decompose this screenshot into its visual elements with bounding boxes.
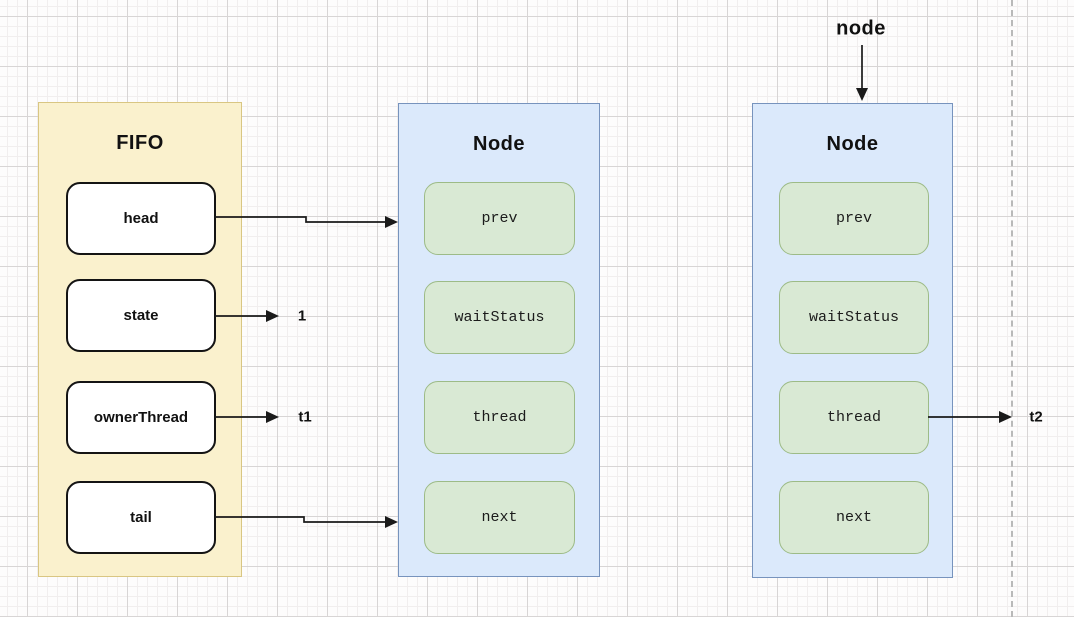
fifo-panel: FIFO head state ownerThread tail	[38, 102, 242, 577]
node2-field-waitstatus: waitStatus	[779, 281, 929, 354]
field-tail: tail	[66, 481, 216, 554]
node-panel-2: Node prev waitStatus thread next	[752, 103, 953, 578]
node1-field-next: next	[424, 481, 575, 554]
dashed-guide-line	[1011, 0, 1013, 617]
node2-title: Node	[826, 133, 879, 155]
node-pointer-label: node	[836, 17, 886, 40]
field-ownerthread: ownerThread	[66, 381, 216, 454]
node1-field-waitstatus: waitStatus	[424, 281, 575, 354]
node-panel-1: Node prev waitStatus thread next	[398, 103, 600, 577]
node2-field-prev: prev	[779, 182, 929, 255]
field-state: state	[66, 279, 216, 352]
fifo-title: FIFO	[116, 132, 164, 154]
field-head: head	[66, 182, 216, 255]
node1-title: Node	[473, 133, 525, 155]
node1-field-thread: thread	[424, 381, 575, 454]
owner-thread-value-label: t1	[298, 408, 312, 426]
node1-field-prev: prev	[424, 182, 575, 255]
thread-value-label: t2	[1029, 408, 1043, 426]
node2-field-thread: thread	[779, 381, 929, 454]
state-value-label: 1	[297, 307, 307, 325]
node2-field-next: next	[779, 481, 929, 554]
